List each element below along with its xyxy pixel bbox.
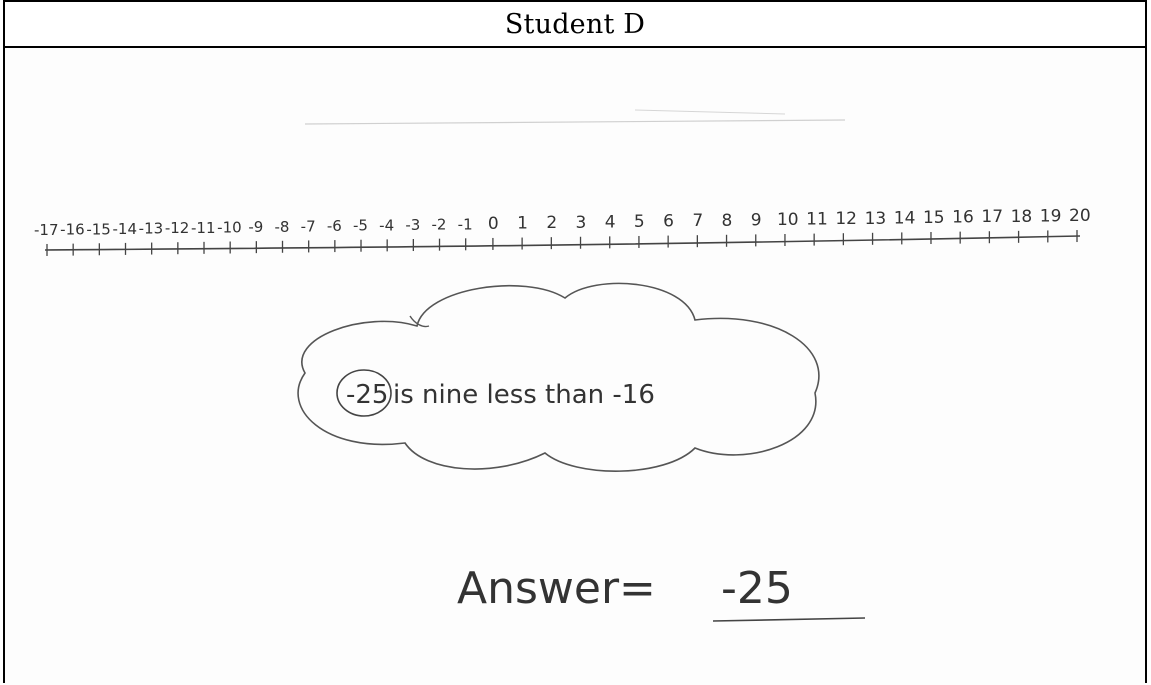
thought-cloud [297,282,820,472]
number-line-label: -14 [113,220,138,238]
number-line-label: 17 [981,207,1003,227]
number-line-label: -3 [405,216,420,234]
handwritten-work: -17-16-15-14-13-12-11-10-9-8-7-6-5-4-3-2… [34,109,1091,622]
number-line-label: -17 [34,221,59,239]
number-line: -17-16-15-14-13-12-11-10-9-8-7-6-5-4-3-2… [34,206,1091,256]
number-line-label: -16 [60,221,85,239]
number-line-label: -10 [217,218,242,236]
answer-value: -25 [721,563,793,614]
cloud-curl [409,315,430,328]
number-line-label: 0 [488,214,499,234]
answer-underline [712,617,866,622]
circle-mark [336,369,392,417]
number-line-label: 1 [517,214,528,234]
erased-mark-2 [634,109,786,115]
number-line-label: -9 [248,218,263,236]
number-line-label: 10 [777,210,799,230]
erased-mark [304,119,846,125]
number-line-label: -8 [275,218,290,236]
answer-label: Answer= [457,563,656,614]
number-line-label: 19 [1040,206,1062,226]
number-line-label: 9 [751,210,762,230]
number-line-label: 16 [952,208,974,228]
number-line-label: 14 [894,208,916,228]
number-line-label: -15 [86,220,111,238]
number-line-label: 7 [692,211,703,231]
header-cell: Student D [5,2,1145,48]
number-line-label: 13 [865,209,887,229]
number-line-label: -4 [379,216,394,234]
number-line-label: -12 [165,219,190,237]
cloud-statement: is nine less than -16 [393,380,655,410]
number-line-axis [44,235,1081,251]
worksheet-table: Student D -17-16-15-14-13-12-11-10-9-8-7… [3,0,1147,685]
number-line-label: 3 [576,213,587,233]
number-line-label: -6 [327,217,342,235]
student-work-area: -17-16-15-14-13-12-11-10-9-8-7-6-5-4-3-2… [5,48,1145,685]
number-line-label: 5 [634,212,645,232]
number-line-label: 8 [722,211,733,231]
number-line-label: 2 [546,213,557,233]
number-line-label: 18 [1011,207,1033,227]
number-line-label: -5 [353,217,368,235]
circled-number: -25 [346,380,388,410]
number-line-label: 15 [923,208,945,228]
number-line-label: 6 [663,212,674,232]
number-line-label: 11 [806,210,828,230]
number-line-label: -11 [191,219,216,237]
number-line-label: -2 [432,216,447,234]
number-line-label: -1 [458,215,473,233]
number-line-label: 4 [605,212,616,232]
number-line-label: -13 [139,220,164,238]
number-line-label: 20 [1069,206,1091,226]
number-line-label: -7 [301,217,316,235]
number-line-label: 12 [835,209,857,229]
student-title: Student D [504,8,646,40]
